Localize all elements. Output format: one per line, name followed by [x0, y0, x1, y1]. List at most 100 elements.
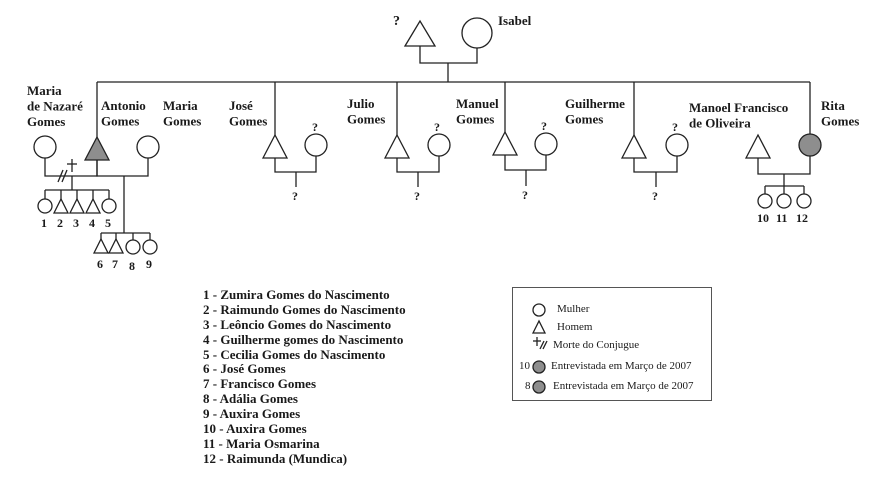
child-4-triangle: [84, 197, 102, 214]
legend-female-icon: [532, 303, 546, 317]
child-number-2: 2: [57, 216, 63, 230]
label-line: Gomes: [565, 112, 603, 127]
label-line: Julio: [347, 96, 374, 111]
label-line: Manuel: [456, 96, 499, 111]
child-number-9: 9: [146, 257, 152, 271]
julio-spouse-circle: [427, 133, 451, 157]
guilherme-spouse-circle: [665, 133, 689, 157]
list-item: 2 - Raimundo Gomes do Nascimento: [203, 301, 406, 317]
child-3-triangle: [68, 197, 86, 214]
legend-box: Mulher Homem Morte do Conjugue 10 Entrev…: [512, 287, 712, 401]
list-item: 11 - Maria Osmarina: [203, 435, 320, 451]
child-number-1: 1: [41, 216, 47, 230]
child-12-circle: [796, 193, 812, 209]
label-line: de Oliveira: [689, 116, 751, 131]
legend-interviewed-10-icon: [532, 360, 546, 374]
legend-interviewed-8-icon: [532, 380, 546, 394]
list-item: 12 - Raimunda (Mundica): [203, 450, 348, 466]
list-item: 8 - Adália Gomes: [203, 391, 298, 407]
child-number-7: 7: [112, 257, 118, 271]
legend-death-label: Morte do Conjugue: [553, 339, 640, 351]
maria-gomes-circle: [136, 135, 160, 159]
children-name-list: 1 - Zumira Gomes do Nascimento 2 - Raimu…: [203, 287, 406, 467]
list-item: 6 - José Gomes: [203, 361, 286, 377]
label-line: Gomes: [101, 114, 139, 129]
death-mark-1: [57, 169, 64, 183]
list-item: 3 - Leôncio Gomes do Nascimento: [203, 316, 392, 332]
child-number-5: 5: [105, 216, 111, 230]
legend-death-slash-2: [542, 340, 548, 350]
label-line: Gomes: [456, 112, 494, 127]
grandmother-isabel-label: Isabel: [498, 13, 532, 28]
legend-symbols: [531, 303, 548, 394]
child-number-11: 11: [776, 211, 787, 225]
label-line: José: [229, 98, 253, 113]
label-line: Manoel Francisco: [689, 100, 788, 115]
label-line: Gomes: [229, 114, 267, 129]
child-number-3: 3: [73, 216, 79, 230]
child-number-12: 12: [796, 211, 808, 225]
child-9-circle: [142, 239, 158, 255]
list-item: 4 - Guilherme gomes do Nascimento: [203, 331, 404, 347]
legend-female-label: Mulher: [557, 303, 590, 315]
child-5-circle: [101, 198, 117, 214]
maria-nazare-circle: [33, 135, 57, 159]
manuel-spouse-unknown: ?: [541, 119, 547, 133]
label-line: Gomes: [347, 112, 385, 127]
guilherme-spouse-unknown: ?: [672, 120, 678, 134]
label-line: Gomes: [27, 114, 65, 129]
child-number-10: 10: [757, 211, 769, 225]
julio-spouse-unknown: ?: [434, 120, 440, 134]
manuel-child-unknown: ?: [522, 188, 528, 202]
child-1-circle: [37, 198, 53, 214]
death-mark-2: [61, 169, 68, 183]
child-11-circle: [776, 193, 792, 209]
child-2-triangle: [52, 197, 70, 214]
guilherme-child-unknown: ?: [652, 189, 658, 203]
legend-male-label: Homem: [557, 321, 593, 333]
label-line: Gomes: [163, 114, 201, 129]
list-item: 1 - Zumira Gomes do Nascimento: [203, 287, 390, 302]
list-item: 9 - Auxira Gomes: [203, 406, 301, 422]
grandmother-isabel-circle: [461, 17, 493, 49]
jose-spouse-circle: [304, 133, 328, 157]
list-item: 7 - Francisco Gomes: [203, 376, 317, 392]
grandfather-unknown-mark: ?: [393, 14, 400, 29]
legend-interviewed-10-label: Entrevistada em Março de 2007: [551, 360, 692, 372]
jose-spouse-unknown: ?: [312, 120, 318, 134]
label-line: de Nazaré: [27, 99, 83, 114]
julio-child-unknown: ?: [414, 189, 420, 203]
child-number-6: 6: [97, 257, 103, 271]
label-line: Gomes: [821, 114, 859, 129]
label-line: Guilherme: [565, 96, 625, 111]
list-item: 10 - Auxira Gomes: [203, 421, 307, 437]
manuel-spouse-circle: [534, 132, 558, 156]
julio-triangle: [383, 133, 411, 159]
manuel-triangle: [491, 130, 519, 156]
rita-circle: [798, 133, 822, 157]
child-7-triangle: [107, 237, 125, 254]
child-10-circle: [757, 193, 773, 209]
legend-death-slash-1: [539, 340, 545, 350]
grandfather-triangle: [403, 19, 437, 47]
jose-child-unknown: ?: [292, 189, 298, 203]
child-number-4: 4: [89, 216, 95, 230]
child-6-triangle: [92, 237, 110, 254]
label-line: Maria: [27, 83, 62, 98]
antonio-triangle: [83, 135, 111, 161]
legend-interviewed-8-label: Entrevistada em Março de 2007: [553, 380, 694, 392]
label-line: Rita: [821, 98, 845, 113]
list-item: 5 - Cecilia Gomes do Nascimento: [203, 346, 386, 362]
jose-triangle: [261, 133, 289, 159]
label-line: Antonio: [101, 98, 146, 113]
